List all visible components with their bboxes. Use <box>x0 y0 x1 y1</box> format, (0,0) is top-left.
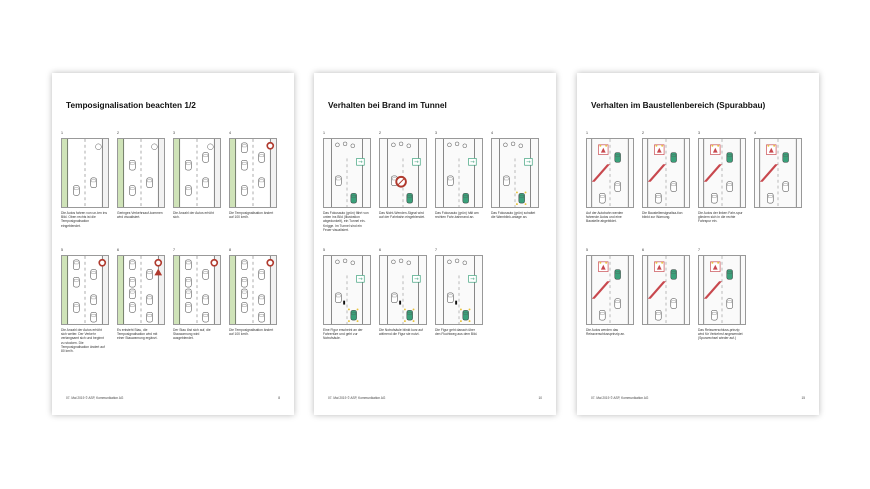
panel-illustration <box>698 255 746 325</box>
panel-number: 6 <box>379 248 381 252</box>
panel-number: 3 <box>435 131 437 135</box>
panel-number: 5 <box>61 248 63 252</box>
panel-caption: Das Reissverschluss-prinzip wird für Ver… <box>698 328 743 341</box>
page-baustellenbereich: Verhalten im Baustellenbereich (Spurabba… <box>577 73 819 415</box>
panel-illustration <box>642 255 690 325</box>
panel-illustration <box>586 138 634 208</box>
panel-caption: Die Temposignalisation ändert auf 100 km… <box>229 328 274 337</box>
panel-illustration <box>379 138 427 208</box>
panel-caption: Die Anzahl der Autos erhöht sich. <box>173 211 214 220</box>
page-number: 15 <box>801 396 805 400</box>
panel-number: 1 <box>323 131 325 135</box>
panel-number: 4 <box>491 131 493 135</box>
panel-illustration <box>754 138 802 208</box>
panel-caption: Geringes Verkehrsauf-kommen wird visuali… <box>117 211 163 220</box>
panel-caption: Die Notrufsäule blinkt kurz auf während … <box>379 328 423 337</box>
panel-number: 2 <box>117 131 119 135</box>
panel-caption: Eine Figur erscheint an der Fahrertüre u… <box>323 328 363 341</box>
panel-illustration <box>117 255 165 325</box>
page-footer: 07. Mai 2019 © ASP, Kommunikation AG <box>66 396 124 400</box>
panel-number: 4 <box>229 131 231 135</box>
panel-caption: Die Temposignalisation ändert auf 100 km… <box>229 211 274 220</box>
panel-number: 4 <box>754 131 756 135</box>
panel-illustration <box>323 255 371 325</box>
panel-illustration <box>698 138 746 208</box>
page-title: Verhalten bei Brand im Tunnel <box>328 100 447 110</box>
panel-number: 5 <box>586 248 588 252</box>
page-title: Temposignalisation beachten 1/2 <box>66 100 196 110</box>
panel-number: 2 <box>642 131 644 135</box>
panel-number: 7 <box>435 248 437 252</box>
panel-caption: Das Fokusauto (grün) fährt von unten ins… <box>323 211 369 232</box>
panel-illustration <box>435 138 483 208</box>
page-footer: 07. Mai 2019 © ASP, Kommunikation AG <box>328 396 386 400</box>
panel-illustration <box>61 255 109 325</box>
panel-caption: Das Nicht-Wenden-Signal wird auf der Fah… <box>379 211 426 220</box>
page-title: Verhalten im Baustellenbereich (Spurabba… <box>591 100 766 110</box>
panel-illustration <box>117 138 165 208</box>
panel-caption: Die Autos fahren von un-ten ins Bild. Ob… <box>61 211 108 228</box>
panel-caption: Der Stau löst sich auf, die Stauwarnung … <box>173 328 211 341</box>
panel-illustration <box>586 255 634 325</box>
storyboard-panel: 4 <box>754 131 802 241</box>
panel-caption: Es entsteht Stau, die Temposignalisation… <box>117 328 158 341</box>
panel-caption: Das Fokusauto (grün) schaltet die Warnbl… <box>491 211 536 220</box>
page-footer: 07. Mai 2019 © ASP, Kommunikation AG <box>591 396 649 400</box>
panel-illustration <box>229 255 277 325</box>
panel-number: 1 <box>61 131 63 135</box>
panel-illustration <box>379 255 427 325</box>
panel-illustration <box>323 138 371 208</box>
panel-caption: Das Fokusauto (grün) hält am rechten Fah… <box>435 211 479 220</box>
panel-number: 5 <box>323 248 325 252</box>
panel-number: 7 <box>173 248 175 252</box>
page-number: 8 <box>278 396 280 400</box>
panel-number: 6 <box>117 248 119 252</box>
panel-caption: Die Baustellensignalisa-tion blinkt zur … <box>642 211 683 220</box>
panel-illustration <box>173 138 221 208</box>
storyboard-panel: 6 <box>642 248 690 358</box>
storyboard-panel: 6 Es entsteht Stau, die Temposignalisatio… <box>117 248 165 358</box>
panel-caption: Die Anzahl der Autos erhöht sich weiter.… <box>61 328 105 354</box>
panel-number: 3 <box>173 131 175 135</box>
page-number: 10 <box>538 396 542 400</box>
panel-illustration <box>229 138 277 208</box>
panel-number: 2 <box>379 131 381 135</box>
panel-caption: Auf der Autobahn werden fahrende Autos u… <box>586 211 624 224</box>
panel-caption: Die Figur geht danach über den Fluchtweg… <box>435 328 478 337</box>
panel-illustration <box>173 255 221 325</box>
panel-number: 3 <box>698 131 700 135</box>
panel-number: 6 <box>642 248 644 252</box>
panel-illustration <box>61 138 109 208</box>
panel-number: 8 <box>229 248 231 252</box>
panel-caption: Die Autos werden das Reissverschlussprin… <box>586 328 626 337</box>
panel-number: 1 <box>586 131 588 135</box>
panel-illustration <box>435 255 483 325</box>
panel-caption: Die Autos der linken Fahr-spur gliedern … <box>698 211 743 224</box>
panel-illustration <box>491 138 539 208</box>
panel-number: 7 <box>698 248 700 252</box>
panel-illustration <box>642 138 690 208</box>
